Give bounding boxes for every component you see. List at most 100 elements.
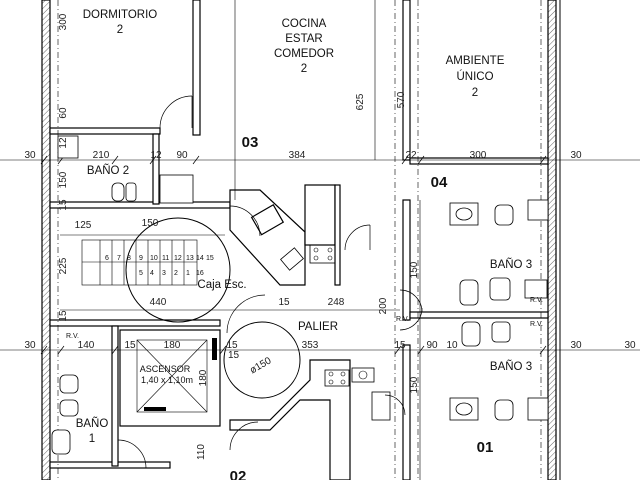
stair-num: 9 [139,255,143,262]
dim-mid-5: 200 [378,297,389,314]
room-caja-label: Caja Esc. [197,279,246,291]
stair-num: 4 [150,270,154,277]
dim-bot-4: 15 [226,340,238,351]
dim-15-label: 15 [228,350,240,361]
unit-03-label: 03 [242,134,259,151]
stair-case [81,217,301,399]
unit-01-label: 01 [477,439,494,456]
wall-bano3-middle [409,311,549,319]
wall-stair-bottom [49,319,221,327]
wall-ambiente-bottom [409,157,549,165]
room-dormitorio-num: 2 [117,24,123,36]
dim-v-0: 300 [58,13,69,30]
stair-num: 8 [127,255,131,262]
fixtures [51,135,549,455]
dim-top-5: 22 [405,150,417,161]
wall-dorm-bottom [49,127,161,135]
circle-diameter [223,321,301,399]
dim-mid-0: 125 [75,220,92,231]
room-ambiente-label: AMBIENTE [446,55,505,67]
dim-v-7: 625 [355,93,366,110]
stair-num: 10 [150,255,158,262]
room-bano1-num: 1 [89,433,95,445]
room-bano2-label: BAÑO 2 [87,164,129,177]
room-comedor-label: COMEDOR [274,48,334,60]
wall-bano1-right [111,325,119,467]
dim-bot-6: 15 [394,340,406,351]
dim-bot-3: 180 [164,340,181,351]
wall-cocina-ambiente [402,0,411,161]
walls [41,0,561,480]
dim-v-12: 110 [196,444,207,460]
dim-top-6: 300 [470,150,487,161]
dim-v-10: 150 [409,376,420,393]
rv-label-3: R.V. [530,321,543,328]
dim-bot-2: 15 [124,340,136,351]
diameter-label: ø150 [248,355,274,376]
room-bano3b-label: BAÑO 3 [490,360,532,373]
angled-wall [229,189,306,286]
dim-v-5: 225 [58,257,69,274]
stair-circle [125,217,231,323]
right-outer-wall [547,0,557,480]
dim-mid-4: 248 [328,297,345,308]
dim-top-2: 12 [150,150,162,161]
stair-num: 11 [162,255,169,262]
axis-lines [57,0,542,480]
stair-num: 14 [196,255,204,262]
stair-num: 7 [117,255,121,262]
room-palier-label: PALIER [298,321,338,333]
dim-bot-1: 140 [78,340,95,351]
rv-label-4: R.V. [396,316,409,323]
wall-bano2-right [152,133,160,205]
unit-04-label: 04 [431,174,448,191]
wall-right-lower [402,344,411,480]
rv-label-1: R.V. [66,333,79,340]
dim-v-2: 12 [58,137,69,149]
dim-top-3: 90 [176,150,188,161]
wall-dorm-cocina [192,0,201,136]
dim-v-1: 60 [58,107,69,119]
dim-v-6: 15 [58,310,69,322]
dim-bot-9: 30 [570,340,582,351]
dim-top-0: 30 [24,150,36,161]
room-unico-label: ÚNICO [456,70,493,83]
dim-bot-10: 30 [624,340,636,351]
dim-v-4: 15 [58,199,69,211]
left-outer-wall [41,0,51,480]
wall-bano2-bottom [49,201,231,209]
elevator-label: ASCENSOR [140,364,191,374]
dim-bot-0: 30 [24,340,36,351]
dim-v-11: 180 [198,369,209,386]
stair-num: 15 [206,255,214,262]
dim-top-7: 30 [570,150,582,161]
dim-v-3: 150 [58,171,69,188]
dim-mid-3: 15 [278,297,290,308]
room-estar-label: ESTAR [285,33,323,45]
stair-num: 5 [139,270,143,277]
dim-bot-5: 353 [302,340,319,351]
room-cocina-num: 2 [301,63,307,75]
dim-top-4: 384 [289,150,306,161]
room-bano3a-label: BAÑO 3 [490,258,532,271]
stair-num: 16 [196,270,204,277]
stair-num: 1 [186,270,190,277]
dim-mid-2: 440 [150,297,167,308]
elevator-size-label: 1,40 x 1,10m [141,375,193,385]
dim-bot-8: 10 [446,340,458,351]
dim-v-9: 150 [409,261,420,278]
wall-palier-right [402,199,411,321]
room-bano1-label: BAÑO [76,417,109,430]
wall-bano1-bottom [49,461,171,469]
unit-02-label: 02 [230,468,247,480]
room-dormitorio-label: DORMITORIO [83,9,158,21]
lower-kitchen-wall [229,359,351,480]
dim-v-8: 570 [396,91,407,108]
dim-mid-1: 150 [142,218,159,229]
stair-num: 6 [105,255,109,262]
doors [117,95,423,469]
rv-label-2: R.V. [530,297,543,304]
room-ambiente-num: 2 [472,87,478,99]
